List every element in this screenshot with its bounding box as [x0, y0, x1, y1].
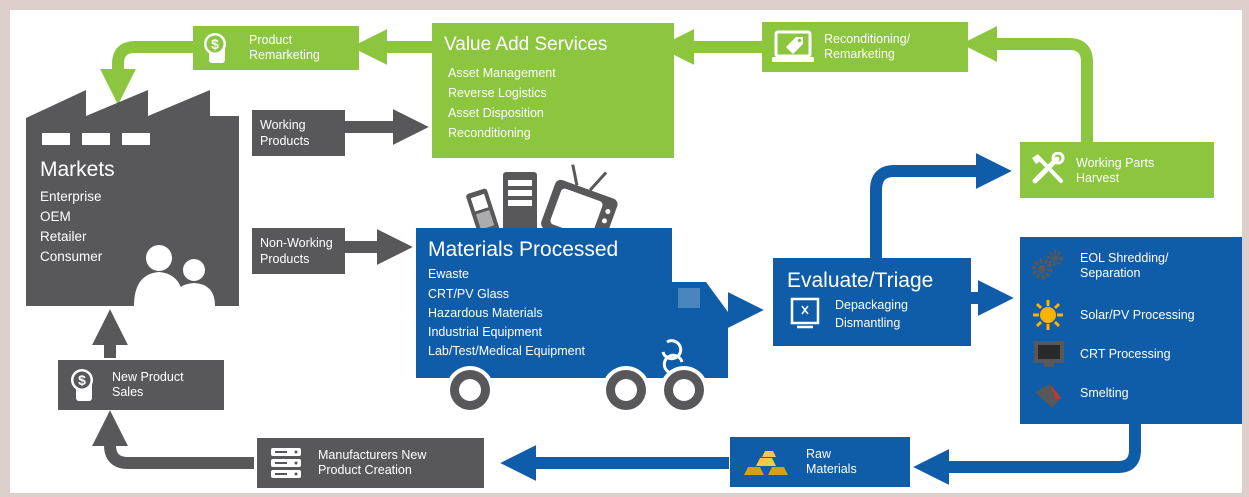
- working-parts-harvest-box: Working Parts Harvest: [1020, 142, 1214, 198]
- markets-item-consumer: Consumer: [40, 249, 103, 264]
- markets-item-retailer: Retailer: [40, 229, 87, 244]
- laptop-tag-icon: [772, 30, 814, 62]
- raw-materials-line2: Materials: [806, 462, 857, 476]
- materials-item-crt-pv-glass: CRT/PV Glass: [428, 287, 510, 301]
- evaluate-item-dismantling: Dismantling: [835, 316, 901, 330]
- markets-item-enterprise: Enterprise: [40, 189, 102, 204]
- markets-item-oem: OEM: [40, 209, 71, 224]
- materials-item-ewaste: Ewaste: [428, 267, 469, 281]
- product-remarketing-line1: Product: [249, 33, 293, 47]
- working-products-box: Working Products: [252, 110, 345, 156]
- markets-title: Markets: [40, 158, 115, 181]
- product-remarketing-line2: Remarketing: [249, 48, 320, 62]
- evaluate-item-depackaging: Depackaging: [835, 298, 908, 312]
- non-working-products-line2: Products: [260, 252, 310, 266]
- reconditioning-line2: Remarketing: [824, 47, 895, 61]
- working-parts-line2: Harvest: [1076, 171, 1120, 185]
- working-parts-line1: Working Parts: [1076, 156, 1155, 170]
- evaluate-title: Evaluate/Triage: [787, 269, 934, 292]
- value-add-item-asset-disposition: Asset Disposition: [448, 106, 544, 120]
- non-working-products-box: Non-Working Products: [252, 228, 345, 274]
- truck-wheel: [446, 366, 494, 414]
- factory-icon: [26, 90, 239, 306]
- dollar-phone-icon: $: [71, 369, 93, 401]
- svg-text:$: $: [78, 372, 86, 388]
- value-add-item-asset-management: Asset Management: [448, 66, 556, 80]
- new-product-sales-line2: Sales: [112, 385, 144, 399]
- working-products-line2: Products: [260, 134, 310, 148]
- gold-bars-icon: [744, 451, 788, 475]
- value-add-title: Value Add Services: [444, 34, 608, 55]
- flow-arrows: [92, 26, 1141, 485]
- raw-materials-box: Raw Materials: [730, 437, 910, 487]
- reconditioning-box: Reconditioning/ Remarketing: [762, 22, 968, 72]
- materials-title: Materials Processed: [428, 238, 619, 261]
- crucible-icon: [1035, 384, 1061, 408]
- evaluate-triage-box: Evaluate/Triage Depackaging Dismantling: [773, 258, 971, 346]
- arrow-evaluate-to-harvest: [870, 153, 1012, 264]
- tools-icon: [1032, 152, 1065, 184]
- product-remarketing-box: $ Product Remarketing: [193, 26, 359, 70]
- arrow-harvest-to-reconditioning: [961, 26, 1093, 152]
- arrow-processing-to-raw: [913, 424, 1141, 485]
- value-add-item-reverse-logistics: Reverse Logistics: [448, 86, 547, 100]
- materials-item-hazardous: Hazardous Materials: [428, 306, 543, 320]
- reconditioning-line1: Reconditioning/: [824, 32, 911, 46]
- manufacturers-line1: Manufacturers New: [318, 448, 427, 462]
- value-add-item-reconditioning: Reconditioning: [448, 126, 531, 140]
- new-product-sales-box: $ New Product Sales: [58, 360, 224, 410]
- gears-icon: [1031, 250, 1063, 280]
- materials-item-industrial: Industrial Equipment: [428, 325, 542, 339]
- non-working-products-line1: Non-Working: [260, 236, 333, 250]
- smelting-label: Smelting: [1080, 386, 1129, 400]
- manufacturers-box: Manufacturers New Product Creation: [257, 438, 484, 488]
- working-products-line1: Working: [260, 118, 306, 132]
- dollar-phone-icon: $: [204, 33, 226, 63]
- manufacturers-line2: Product Creation: [318, 463, 412, 477]
- processing-box: EOL Shredding/ Separation Solar/PV Proce…: [1020, 237, 1242, 424]
- sun-icon: [1033, 300, 1063, 330]
- eol-line1: EOL Shredding/: [1080, 251, 1169, 265]
- materials-item-lab-test-medical: Lab/Test/Medical Equipment: [428, 344, 586, 358]
- lifecycle-diagram: Markets Enterprise OEM Retailer Consumer…: [10, 10, 1242, 493]
- raw-materials-line1: Raw: [806, 447, 832, 461]
- arrow-remarketing-to-markets: [100, 41, 193, 105]
- crt-label: CRT Processing: [1080, 347, 1171, 361]
- eol-line2: Separation: [1080, 266, 1141, 280]
- svg-text:$: $: [211, 36, 219, 52]
- value-add-services-box: Value Add Services Asset Management Reve…: [432, 23, 674, 158]
- server-icon: [271, 448, 301, 478]
- new-product-sales-line1: New Product: [112, 370, 184, 384]
- materials-processed-box: Materials Processed Ewaste CRT/PV Glass …: [416, 228, 672, 378]
- monitor-icon: [1034, 341, 1064, 367]
- arrow-manufacturers-to-sales: [92, 410, 254, 469]
- screen-icon: [790, 297, 820, 329]
- solar-label: Solar/PV Processing: [1080, 308, 1195, 322]
- truck-shape: [446, 282, 728, 414]
